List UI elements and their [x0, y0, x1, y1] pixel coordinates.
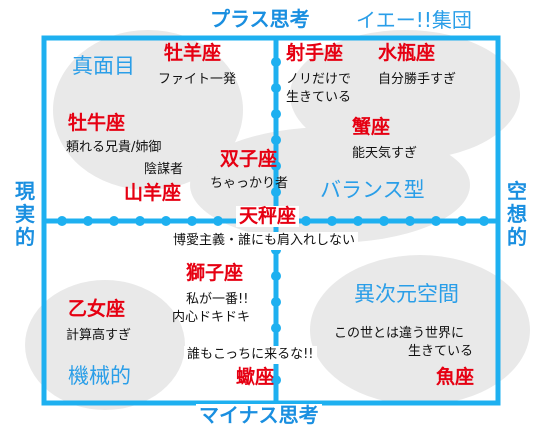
axis-left-label: 現実的 — [15, 179, 35, 249]
blob-top-left — [53, 30, 243, 190]
sign-aquarius-trait: 自分勝手すぎ — [378, 72, 457, 87]
sign-taurus-trait: 頼れる兄貴/姉御 — [66, 140, 162, 155]
sign-cancer-name: 蟹座 — [352, 116, 391, 138]
sign-sagittarius-trait-line2: 生きている — [286, 90, 352, 105]
sign-virgo-trait: 計算高すぎ — [66, 328, 132, 343]
sign-capricorn-name: 山羊座 — [124, 182, 182, 204]
sign-scorpio-name: 蠍座 — [236, 366, 275, 388]
quadrant-label-top-left: 真面目 — [72, 54, 135, 78]
sign-aries-name: 牡羊座 — [164, 42, 222, 64]
axis-bottom-label: マイナス思考 — [196, 404, 322, 426]
sign-scorpio-trait: 誰もこっちに来るな!! — [184, 346, 317, 365]
axis-top-label: プラス思考 — [207, 8, 313, 30]
sign-pisces-trait-line2: 生きている — [408, 344, 474, 359]
sign-libra-name: 天秤座 — [236, 206, 300, 227]
sign-aquarius-name: 水瓶座 — [378, 42, 436, 64]
sign-pisces-name: 魚座 — [436, 366, 475, 388]
quadrant-label-top-right: イエー!!集団 — [356, 8, 472, 32]
quadrant-label-middle-right: バランス型 — [320, 178, 425, 202]
sign-leo-trait-line2: 内心ドキドキ — [172, 310, 251, 325]
sign-gemini-name: 双子座 — [220, 148, 278, 170]
sign-libra-trait: 博愛主義・誰にも肩入れしない — [170, 232, 359, 251]
sign-leo-name: 獅子座 — [186, 262, 244, 284]
blob-bottom-right — [310, 255, 530, 405]
axis-right-label: 空想的 — [507, 179, 527, 249]
quadrant-label-bottom-left: 機械的 — [68, 364, 131, 388]
sign-sagittarius-trait-line1: ノリだけで — [286, 72, 352, 87]
sign-gemini-trait: ちゃっかり者 — [210, 176, 289, 191]
sign-capricorn-trait: 陰謀者 — [144, 162, 184, 177]
sign-taurus-name: 牡牛座 — [68, 112, 126, 134]
sign-cancer-trait: 能天気すぎ — [352, 146, 418, 161]
blob-bottom-left — [25, 280, 185, 410]
quadrant-label-bottom-right: 異次元空間 — [354, 282, 459, 306]
sign-sagittarius-name: 射手座 — [286, 42, 344, 64]
sign-virgo-name: 乙女座 — [68, 298, 126, 320]
sign-pisces-trait-line1: この世とは違う世界に — [334, 326, 465, 341]
sign-leo-trait-line1: 私が一番!! — [186, 292, 249, 307]
sign-aries-trait: ファイト一発 — [158, 72, 237, 87]
